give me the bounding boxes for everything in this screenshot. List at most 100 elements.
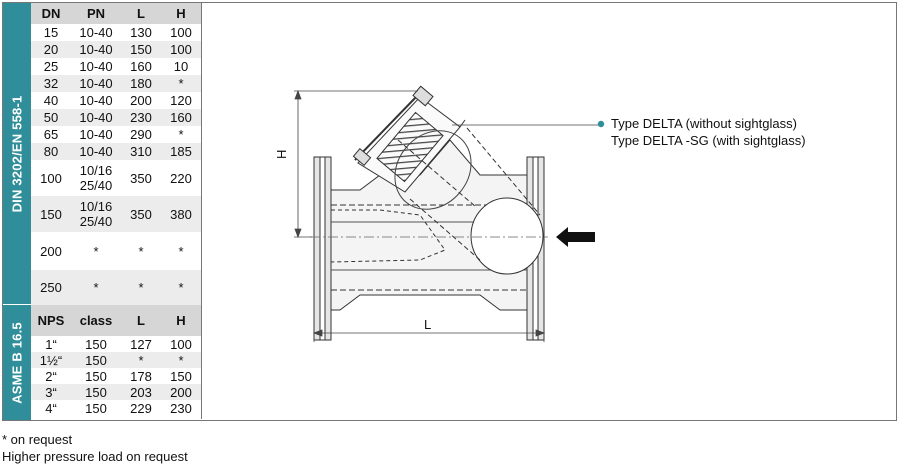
din-cell: 10-40 <box>71 109 121 126</box>
asme-cell: 229 <box>121 400 161 416</box>
dimension-h-label: H <box>274 149 289 159</box>
din-cell: 100 <box>31 160 71 196</box>
asme-cell: 1½“ <box>31 352 71 368</box>
din-cell: 150 <box>31 196 71 232</box>
column-divider <box>201 3 202 419</box>
din-cell: 220 <box>161 160 201 196</box>
asme-cell: 200 <box>161 384 201 400</box>
din-header-l: L <box>121 3 161 24</box>
din-cell: 10-40 <box>71 126 121 143</box>
din-cell: 150 <box>121 41 161 58</box>
flow-arrow-icon <box>556 227 595 247</box>
asme-header-class: class <box>71 305 121 336</box>
din-cell: 10/16 25/40 <box>71 196 121 232</box>
din-cell: 10-40 <box>71 92 121 109</box>
din-cell: 10-40 <box>71 58 121 75</box>
din-cell: 32 <box>31 75 71 92</box>
din-header-row: DN PN L H <box>31 3 201 24</box>
asme-band: ASME B 16.5 <box>3 305 31 420</box>
callout-delta-sg: Type DELTA -SG (with sightglass) <box>611 133 806 148</box>
din-cell: 350 <box>121 196 161 232</box>
din-table-row: 200*** <box>31 232 201 270</box>
asme-cell: 203 <box>121 384 161 400</box>
asme-cell: 150 <box>71 336 121 352</box>
asme-cell: 230 <box>161 400 201 416</box>
din-cell: 10-40 <box>71 24 121 41</box>
din-cell: 200 <box>121 92 161 109</box>
din-cell: * <box>121 270 161 305</box>
din-header-h: H <box>161 3 201 24</box>
din-cell: 380 <box>161 196 201 232</box>
din-cell: 10/16 25/40 <box>71 160 121 196</box>
din-cell: 100 <box>161 24 201 41</box>
din-cell: * <box>161 270 201 305</box>
din-cell: 185 <box>161 143 201 160</box>
din-cell: 10-40 <box>71 75 121 92</box>
asme-cell: 127 <box>121 336 161 352</box>
din-cell: * <box>71 270 121 305</box>
asme-cell: 150 <box>161 368 201 384</box>
asme-cell: 100 <box>161 336 201 352</box>
asme-table-row: 1½“150** <box>31 352 201 368</box>
spec-frame <box>2 2 897 421</box>
asme-header-h: H <box>161 305 201 336</box>
din-cell: 130 <box>121 24 161 41</box>
callout-delta: Type DELTA (without sightglass) <box>611 116 797 131</box>
asme-cell: 2“ <box>31 368 71 384</box>
asme-header-l: L <box>121 305 161 336</box>
asme-cell: 3“ <box>31 384 71 400</box>
asme-cell: 150 <box>71 368 121 384</box>
din-cell: 180 <box>121 75 161 92</box>
callout-dot-icon <box>597 120 605 128</box>
din-cell: 100 <box>161 41 201 58</box>
din-header-pn: PN <box>71 3 121 24</box>
asme-cell: * <box>161 352 201 368</box>
strainer-body <box>313 85 545 341</box>
footnote-on-request: * on request <box>2 432 73 447</box>
din-cell: 20 <box>31 41 71 58</box>
din-cell: 250 <box>31 270 71 305</box>
din-cell: 25 <box>31 58 71 75</box>
dimension-l-label: L <box>424 317 432 332</box>
asme-cell: 1“ <box>31 336 71 352</box>
din-cell: * <box>161 126 201 143</box>
din-cell: 290 <box>121 126 161 143</box>
din-cell: 65 <box>31 126 71 143</box>
din-cell: 40 <box>31 92 71 109</box>
asme-cell: 150 <box>71 384 121 400</box>
din-cell: 350 <box>121 160 161 196</box>
din-band: DIN 3202/EN 558-1 <box>3 3 31 304</box>
din-cell: 50 <box>31 109 71 126</box>
din-header-dn: DN <box>31 3 71 24</box>
asme-header-nps: NPS <box>31 305 71 336</box>
strainer-drawing <box>294 85 605 342</box>
din-cell: * <box>161 232 201 270</box>
dimension-h <box>294 89 418 239</box>
din-cell: 160 <box>161 109 201 126</box>
din-cell: * <box>161 75 201 92</box>
din-cell: 310 <box>121 143 161 160</box>
asme-cell: 178 <box>121 368 161 384</box>
asme-cell: 150 <box>71 352 121 368</box>
din-cell: 15 <box>31 24 71 41</box>
din-cell: 10-40 <box>71 41 121 58</box>
